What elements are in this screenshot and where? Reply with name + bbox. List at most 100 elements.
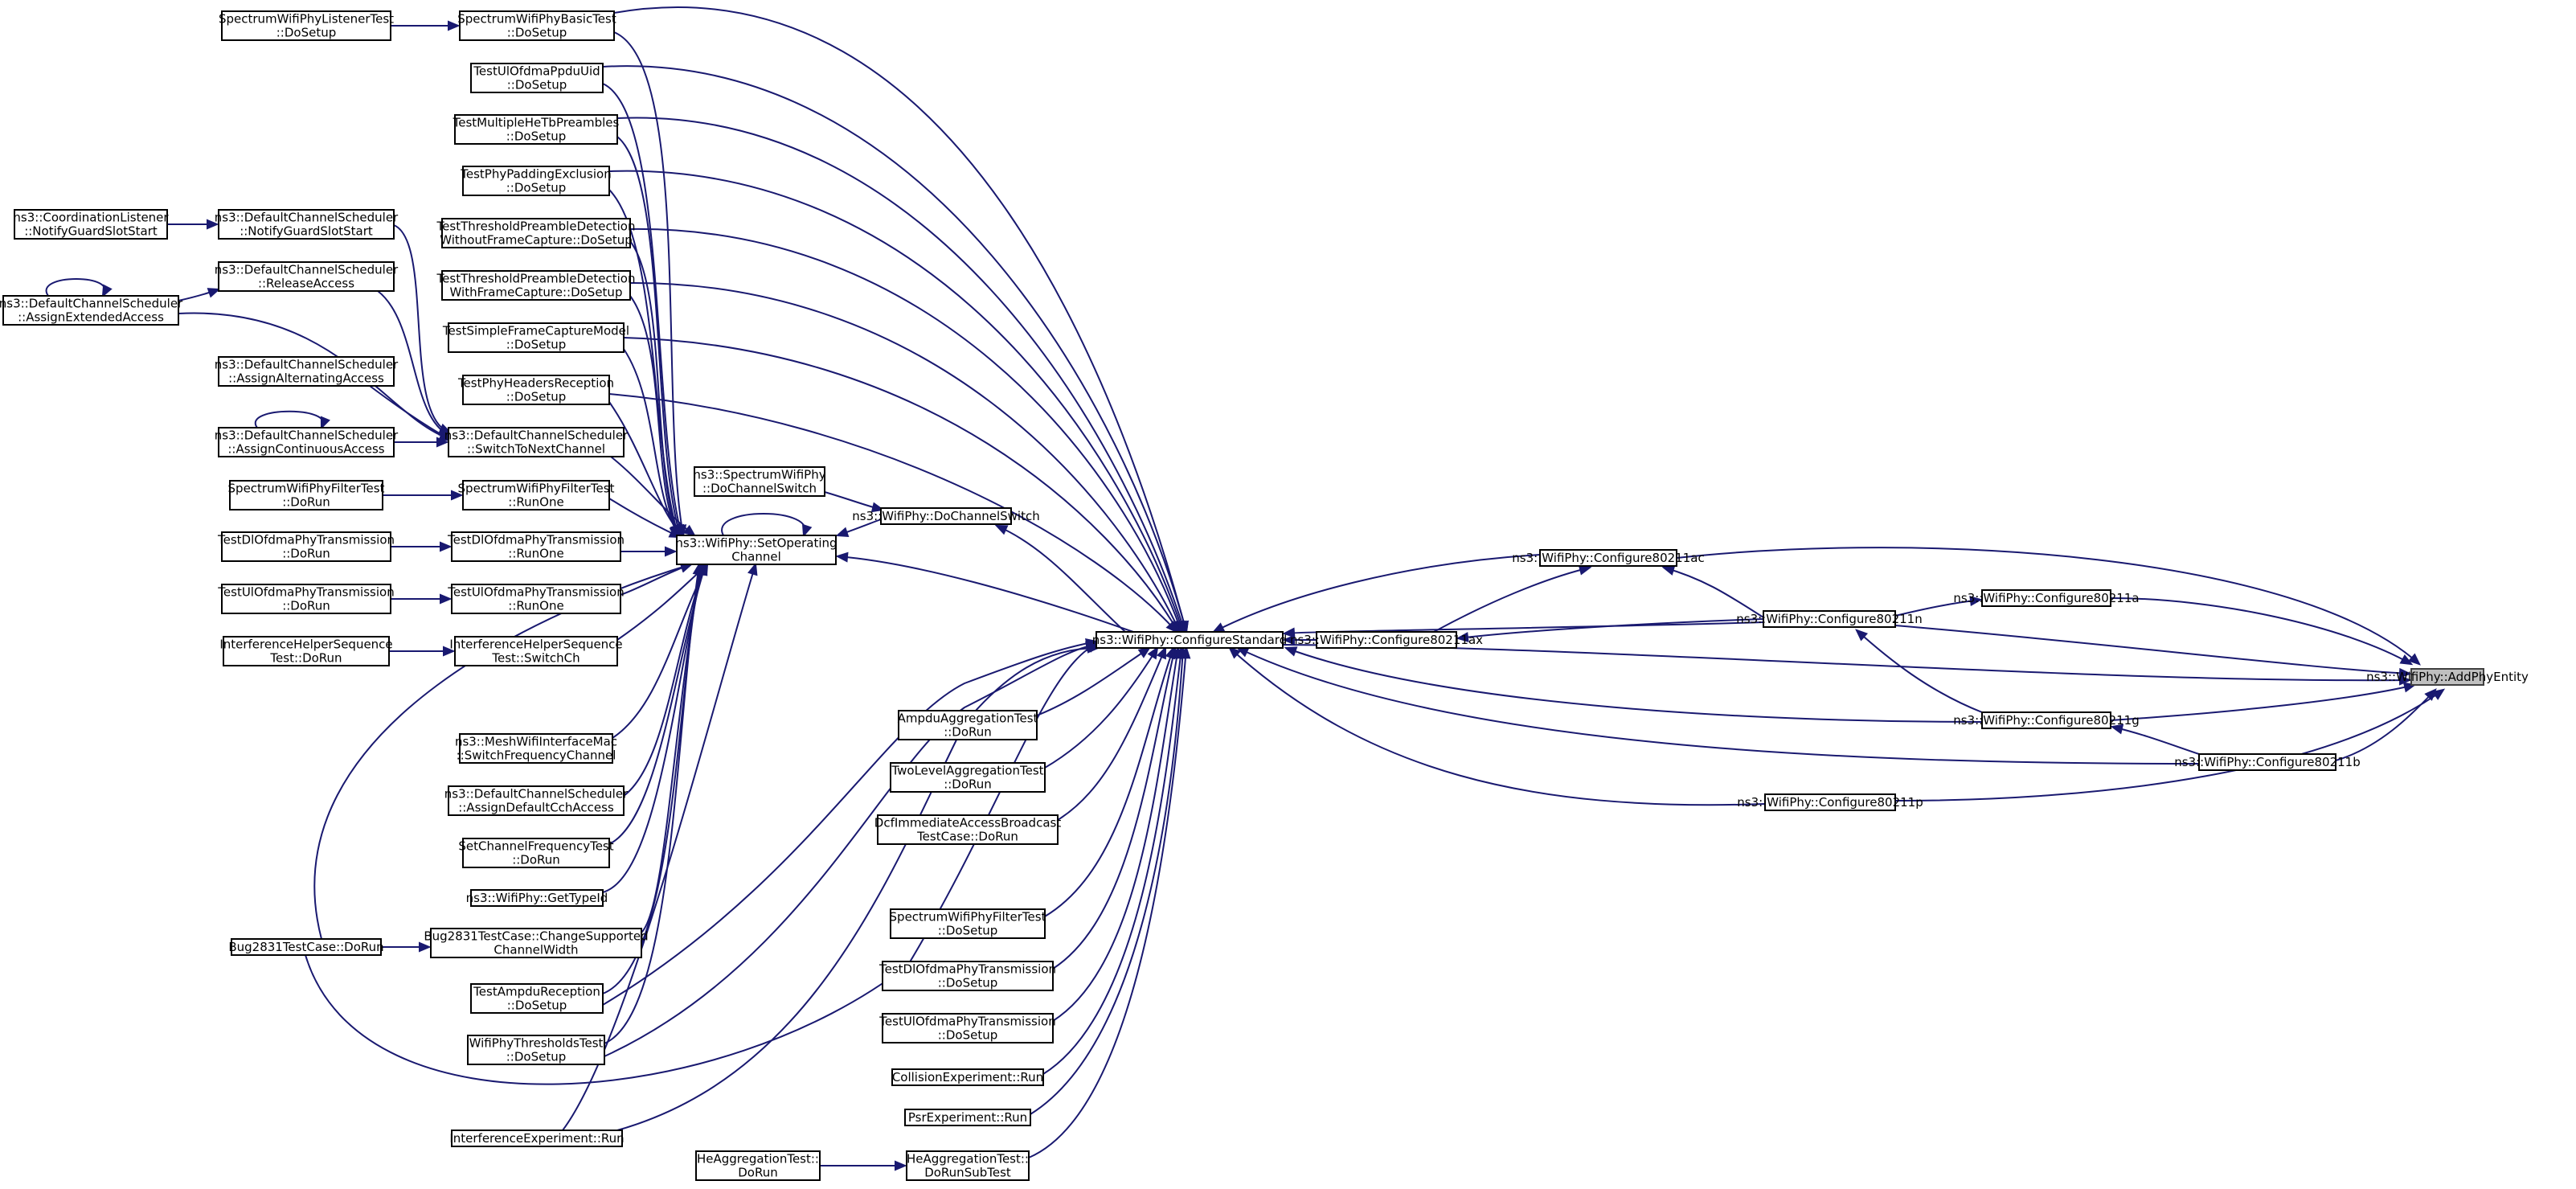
- node-testdldosetup[interactable]: TestDlOfdmaPhyTransmission::DoSetup: [878, 961, 1056, 991]
- node-label: DcfImmediateAccessBroadcast: [874, 816, 1062, 830]
- node-interferenceexperiment[interactable]: InterferenceExperiment::Run: [449, 1130, 625, 1147]
- edge-arrowhead: [451, 490, 464, 501]
- edge-arrowhead: [1282, 627, 1296, 638]
- node-label: ::AssignAlternatingAccess: [228, 371, 384, 386]
- node-cfg80211ac[interactable]: ns3::WifiPhy::Configure80211ac: [1512, 549, 1705, 567]
- node-label: ns3::MeshWifiInterfaceMac: [455, 735, 617, 749]
- node-psrexperiment[interactable]: PsrExperiment::Run: [904, 1109, 1031, 1126]
- edge-line: [1676, 547, 2420, 665]
- edge-cfg80211n-to-cfg80211a: [1894, 596, 1983, 617]
- node-layer: ns3::WifiPhy::AddPhyEntityns3::WifiPhy::…: [0, 10, 2529, 1181]
- node-setchannelfreq[interactable]: SetChannelFrequencyTest::DoRun: [458, 838, 614, 868]
- node-assigndefaultcch[interactable]: ns3::DefaultChannelScheduler::AssignDefa…: [444, 785, 629, 816]
- node-meshswitchfreq[interactable]: ns3::MeshWifiInterfaceMac::SwitchFrequen…: [455, 733, 617, 764]
- edge-arrowhead: [1147, 646, 1159, 660]
- edge-arrowhead: [672, 524, 685, 537]
- edge-assigncontinuousaccess-to-assigncontinuousaccess: [254, 410, 330, 430]
- node-releaseaccess[interactable]: ns3::DefaultChannelScheduler::ReleaseAcc…: [215, 261, 399, 292]
- node-collisionexperiment[interactable]: CollisionExperiment::Run: [891, 1068, 1044, 1086]
- edge-arrowhead: [207, 219, 219, 230]
- node-spectrumfilterrunone[interactable]: SpectrumWifiPhyFilterTest::RunOne: [458, 480, 615, 510]
- edge-cfg80211n-to-cfg80211ax: [1456, 618, 1764, 642]
- node-label: TestDlOfdmaPhyTransmission: [878, 962, 1056, 977]
- node-label: ::DoSetup: [506, 1050, 567, 1064]
- node-box: [1981, 711, 2111, 729]
- node-spectrumlistenertest[interactable]: SpectrumWifiPhyListenerTest::DoSetup: [219, 10, 394, 41]
- edge-arrowhead: [1137, 646, 1152, 658]
- node-box: [218, 261, 395, 292]
- node-label: TestAmpduReception: [473, 985, 600, 999]
- node-configurestandard[interactable]: ns3::WifiPhy::ConfigureStandard: [1092, 631, 1287, 649]
- node-gettypeid[interactable]: ns3::WifiPhy::GetTypeId: [466, 889, 608, 907]
- node-spectrumfilterdosetup[interactable]: SpectrumWifiPhyFilterTest::DoSetup: [890, 908, 1046, 939]
- node-label: ::RunOne: [508, 547, 563, 561]
- node-notifyguardslotstart[interactable]: ns3::DefaultChannelScheduler::NotifyGuar…: [215, 209, 399, 240]
- node-label: ns3::WifiPhy::Configure80211g: [1953, 713, 2139, 728]
- node-box: [448, 322, 625, 353]
- node-label: ns3::WifiPhy::Configure80211p: [1737, 795, 1923, 810]
- edge-cfg80211n-to-cfg80211ac: [1661, 565, 1764, 618]
- node-cfg80211p[interactable]: ns3::WifiPhy::Configure80211p: [1737, 793, 1923, 811]
- node-cfg80211ax[interactable]: ns3::WifiPhy::Configure80211ax: [1290, 631, 1483, 649]
- node-spectrumbasictest[interactable]: SpectrumWifiPhyBasicTest::DoSetup: [457, 10, 616, 41]
- node-wifiphythresholds[interactable]: WifiPhyThresholdsTest::DoSetup: [467, 1035, 605, 1065]
- edge-line: [1057, 647, 1166, 821]
- node-label: ns3::DefaultChannelScheduler: [444, 787, 629, 802]
- node-heaggregationdorun[interactable]: HeAggregationTest::DoRun: [695, 1150, 821, 1181]
- node-testulofdmappduuid[interactable]: TestUlOfdmaPpduUid::DoSetup: [470, 63, 604, 93]
- node-box: [218, 209, 395, 240]
- node-testulrunone[interactable]: TestUlOfdmaPhyTransmission::RunOne: [447, 584, 625, 614]
- node-cfg80211n[interactable]: ns3::WifiPhy::Configure80211n: [1736, 610, 1923, 628]
- node-testthresholdwithout[interactable]: TestThresholdPreambleDetectionWithoutFra…: [436, 218, 636, 248]
- node-twolevelaggregation[interactable]: TwoLevelAggregationTest::DoRun: [890, 762, 1046, 793]
- node-spectrumfilterdorun[interactable]: SpectrumWifiPhyFilterTest::DoRun: [228, 480, 385, 510]
- node-label: WithFrameCapture::DoSetup: [450, 285, 623, 300]
- node-testthresholdwith[interactable]: TestThresholdPreambleDetectionWithFrameC…: [436, 270, 636, 301]
- node-label: ::DoSetup: [506, 129, 567, 144]
- node-testmultiplehetb[interactable]: TestMultipleHeTbPreambles::DoSetup: [453, 114, 620, 145]
- node-cfg80211g[interactable]: ns3::WifiPhy::Configure80211g: [1953, 711, 2140, 729]
- node-box: [231, 938, 382, 956]
- node-assigncontinuousaccess[interactable]: ns3::DefaultChannelScheduler::AssignCont…: [215, 427, 399, 457]
- edge-line: [602, 65, 1187, 633]
- node-testdlrunone[interactable]: TestDlOfdmaPhyTransmission::RunOne: [447, 531, 625, 562]
- edge-line: [45, 278, 106, 297]
- node-bug2831dorun[interactable]: Bug2831TestCase::DoRun: [228, 938, 384, 956]
- node-assignalternatingaccess[interactable]: ns3::DefaultChannelScheduler::AssignAlte…: [215, 356, 399, 387]
- edge-arrowhead: [443, 646, 456, 657]
- edge-line: [562, 564, 756, 1131]
- edge-arrowhead: [1211, 622, 1226, 633]
- node-testdldorun[interactable]: TestDlOfdmaPhyTransmission::DoRun: [217, 531, 395, 562]
- edge-arrowhead: [448, 20, 461, 31]
- node-testuldosetup[interactable]: TestUlOfdmaPhyTransmission::DoSetup: [878, 1013, 1056, 1043]
- node-label: TwoLevelAggregationTest: [891, 764, 1043, 778]
- node-dochannelswitch[interactable]: ns3::WifiPhy::DoChannelSwitch: [852, 507, 1040, 525]
- node-switchtonextchannel[interactable]: ns3::DefaultChannelScheduler::SwitchToNe…: [444, 427, 629, 457]
- node-ampduaggregation[interactable]: AmpduAggregationTest::DoRun: [898, 710, 1038, 740]
- node-testuldorun[interactable]: TestUlOfdmaPhyTransmission::DoRun: [217, 584, 395, 614]
- edge-line: [721, 513, 806, 536]
- node-cfg80211b[interactable]: ns3::WifiPhy::Configure80211b: [2174, 753, 2361, 771]
- node-label: ::DoSetup: [938, 1028, 998, 1043]
- node-testphypadding[interactable]: TestPhyPaddingExclusion::DoSetup: [460, 166, 612, 196]
- node-label: TestDlOfdmaPhyTransmission: [447, 533, 625, 547]
- node-heaggregationsubtest[interactable]: HeAggregationTest::DoRunSubTest: [906, 1150, 1030, 1181]
- node-dcfimmediate[interactable]: DcfImmediateAccessBroadcastTestCase::DoR…: [874, 814, 1062, 845]
- node-label: InterferenceHelperSequence: [219, 638, 392, 652]
- node-label: ::DoSetup: [507, 998, 567, 1013]
- node-spectrumdochannelswitch[interactable]: ns3::SpectrumWifiPhy::DoChannelSwitch: [693, 466, 826, 497]
- node-coordinationlistener[interactable]: ns3::CoordinationListener::NotifyGuardSl…: [13, 209, 169, 240]
- node-addphyentity[interactable]: ns3::WifiPhy::AddPhyEntity: [2366, 668, 2529, 686]
- node-testampdureception[interactable]: TestAmpduReception::DoSetup: [470, 983, 604, 1014]
- node-cfg80211a[interactable]: ns3::WifiPhy::Configure80211a: [1953, 589, 2140, 607]
- edge-line: [254, 410, 325, 428]
- node-testphyheaders[interactable]: TestPhyHeadersReception::DoSetup: [457, 375, 614, 405]
- node-bug2831change[interactable]: Bug2831TestCase::ChangeSupportedChannelW…: [424, 928, 649, 958]
- node-assignextendedaccess[interactable]: ns3::DefaultChannelScheduler::AssignExte…: [0, 295, 183, 326]
- node-label: TestMultipleHeTbPreambles: [453, 116, 620, 130]
- node-testsimpleframecapture[interactable]: TestSimpleFrameCaptureModel::DoSetup: [442, 322, 629, 353]
- edge-line: [1036, 647, 1150, 716]
